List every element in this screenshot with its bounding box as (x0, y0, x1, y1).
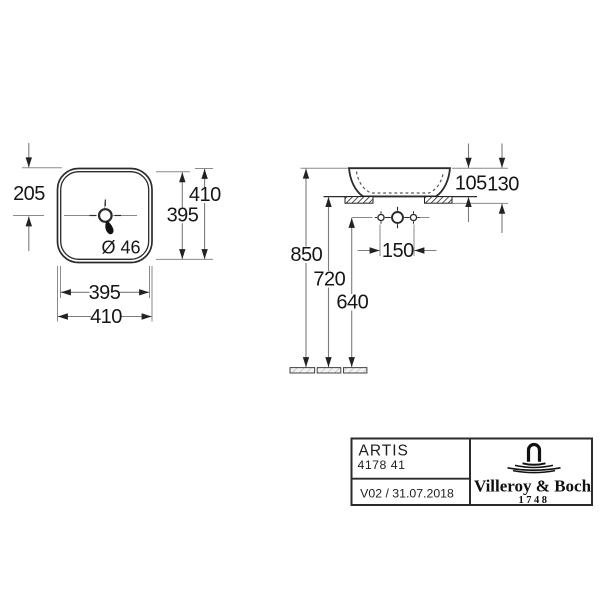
product-name: ARTIS (359, 443, 409, 460)
dim-850-label: 850 (290, 244, 322, 266)
bowl-inner-contour (355, 171, 445, 194)
dim-150-label: 150 (382, 240, 414, 262)
dim-410-height-label: 410 (189, 184, 221, 206)
dim-150: 150 (357, 224, 437, 262)
brand-name: Villeroy & Boch (474, 477, 592, 496)
dim-105-130: 105 130 (455, 143, 520, 233)
dim-floor-heights: 850 720 640 (290, 168, 369, 368)
dim-bottom-horizontal: 395 410 (57, 266, 153, 328)
fountain-icon (507, 442, 561, 474)
tap-holes (351, 206, 430, 229)
revision-date: V02 / 31.07.2018 (360, 487, 454, 501)
dim-205-label: 205 (13, 183, 45, 205)
drain-diameter-label: Ø 46 (101, 237, 140, 257)
fixing-hole-right (409, 213, 418, 222)
dim-130-label: 130 (487, 174, 519, 196)
brand-logo: Villeroy & Boch 1748 (474, 442, 592, 506)
outlet-marker (105, 220, 114, 235)
fixing-hole-left (377, 213, 385, 222)
brand-year: 1748 (519, 495, 550, 506)
tap-hole-center (391, 211, 404, 224)
floor-line (289, 367, 368, 374)
bowl-outline (348, 167, 451, 198)
dim-410-width-label: 410 (90, 306, 122, 328)
sink-side-view: 105 130 150 850 720 640 (289, 143, 520, 374)
basin-inner-rim (60, 171, 150, 260)
dim-205: 205 (13, 143, 62, 251)
dim-640-label: 640 (336, 291, 368, 313)
dim-395-height-label: 395 (167, 205, 199, 227)
basin-outer-rim (56, 167, 153, 264)
countertop-hatch-right (424, 196, 453, 204)
dim-right-vertical: 410 395 (156, 168, 222, 260)
title-block: ARTIS 4178 41 V02 / 31.07.2018 Villeroy … (350, 437, 593, 506)
product-number: 4178 41 (358, 458, 406, 472)
sink-top-view: Ø 46 205 410 395 (13, 143, 222, 328)
dim-105-label: 105 (455, 173, 487, 195)
dim-720-label: 720 (313, 268, 345, 290)
dim-395-width-label: 395 (89, 282, 121, 304)
countertop-hatch-left (344, 196, 374, 204)
drain-hole (89, 199, 121, 235)
